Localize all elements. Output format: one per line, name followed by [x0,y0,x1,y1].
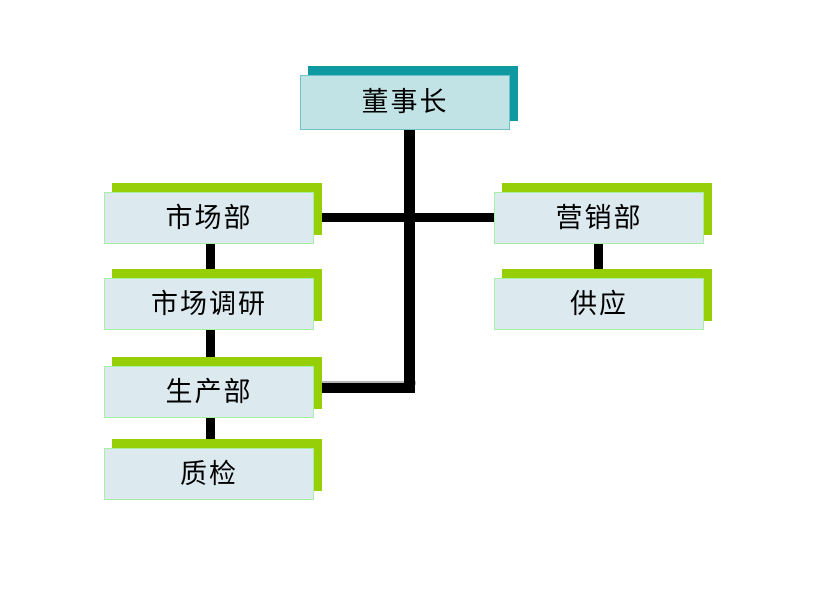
node-market-research-face: 市场调研 [104,278,314,330]
node-quality-inspection-face: 质检 [104,448,314,500]
node-supply-label: 供应 [570,288,628,320]
node-market-research[interactable]: 市场调研 [104,269,322,330]
node-market-dept-label: 市场部 [165,202,253,234]
node-production-dept-face: 生产部 [104,366,314,418]
connector-market-to-research [206,242,215,282]
node-market-research-label: 市场调研 [151,288,267,320]
node-marketing-dept[interactable]: 营销部 [494,183,712,244]
connector-branch-horizontal [318,213,502,222]
connector-elbow-to-production [318,383,415,393]
node-market-dept-face: 市场部 [104,192,314,244]
node-marketing-dept-label: 营销部 [555,202,643,234]
connector-research-to-production [206,328,215,370]
node-market-dept[interactable]: 市场部 [104,183,322,244]
connector-trunk-vertical [404,130,415,392]
node-supply-face: 供应 [494,278,704,330]
connector-production-to-quality [206,416,215,452]
node-quality-inspection-label: 质检 [180,458,238,490]
node-chairman[interactable]: 董事长 [300,66,518,130]
node-supply[interactable]: 供应 [494,269,712,330]
node-production-dept-label: 生产部 [165,376,253,408]
node-marketing-dept-face: 营销部 [494,192,704,244]
connector-marketing-to-supply [594,242,603,282]
node-chairman-label: 董事长 [361,87,449,118]
node-quality-inspection[interactable]: 质检 [104,439,322,500]
node-chairman-face: 董事长 [300,75,510,130]
node-production-dept[interactable]: 生产部 [104,357,322,418]
